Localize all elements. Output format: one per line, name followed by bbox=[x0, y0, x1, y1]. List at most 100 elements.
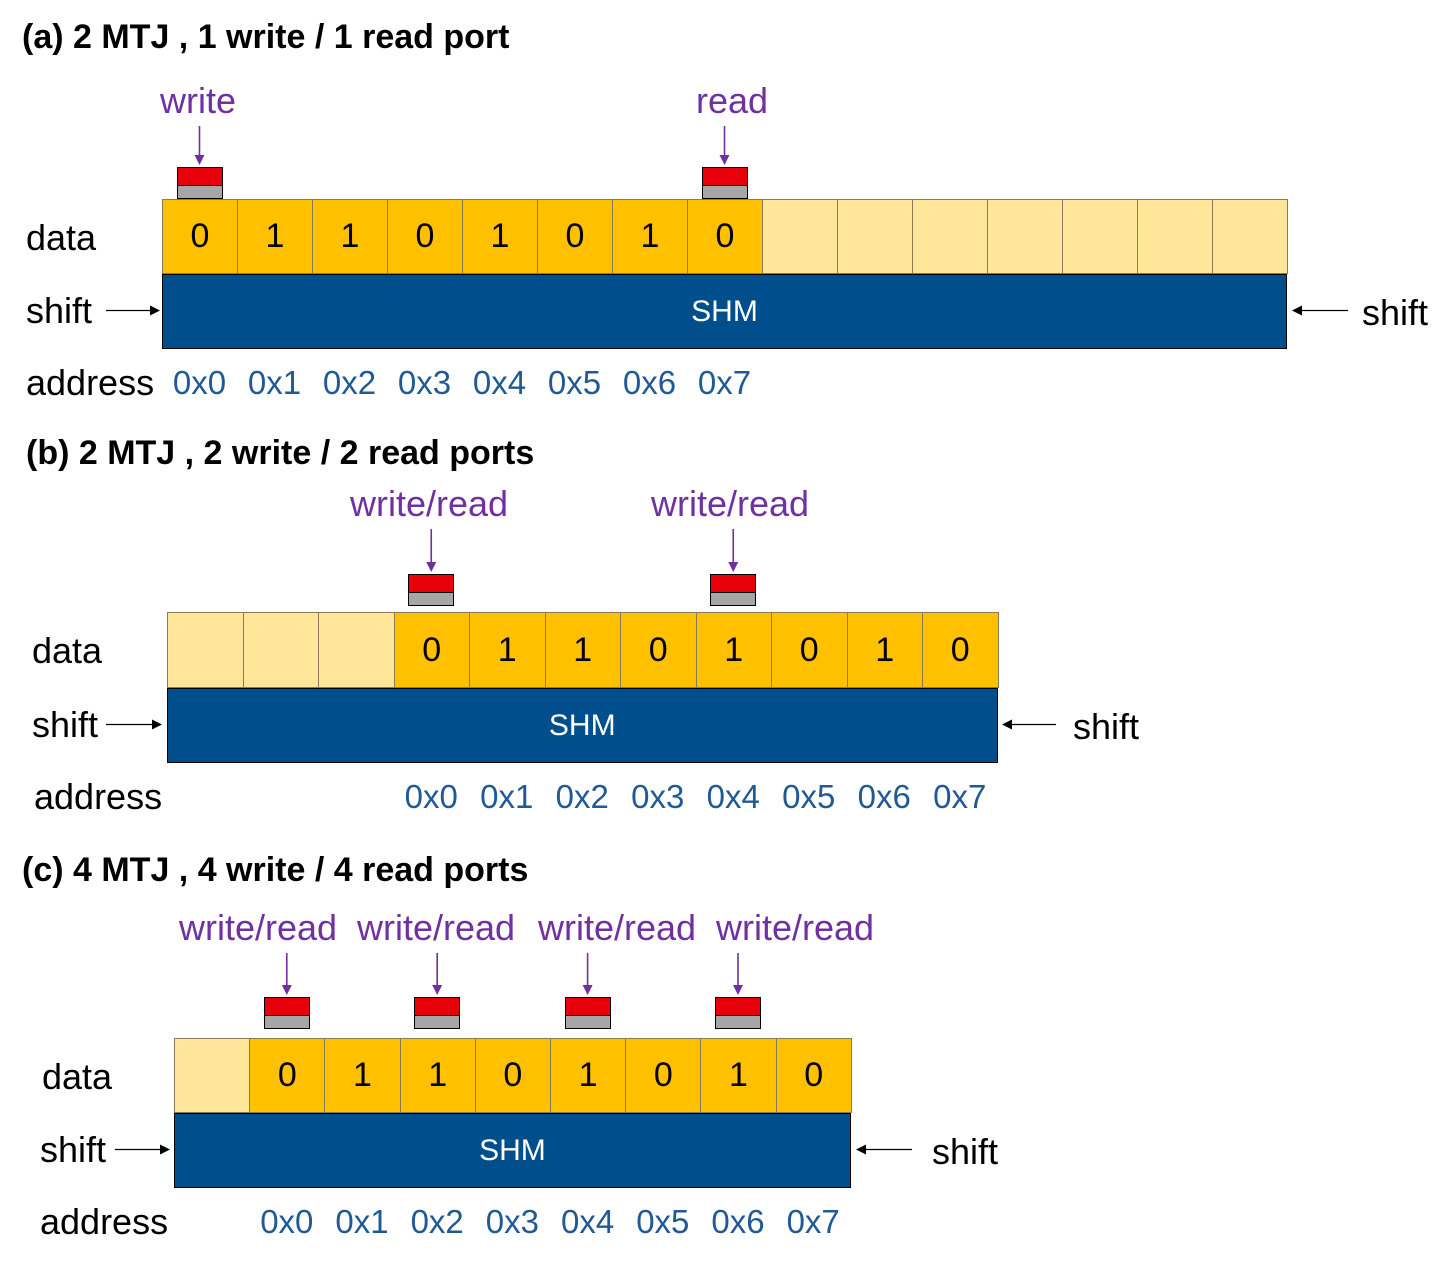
data-cell: 1 bbox=[700, 1038, 777, 1113]
address-value: 0x3 bbox=[631, 778, 685, 815]
address-value: 0x0 bbox=[260, 1203, 314, 1240]
data-cell: 1 bbox=[544, 612, 621, 688]
address-value: 0x0 bbox=[404, 778, 458, 815]
mtj-free-layer bbox=[564, 997, 611, 1016]
data-cell bbox=[837, 199, 913, 274]
address-value: 0x5 bbox=[547, 364, 602, 401]
data-cell bbox=[1212, 199, 1288, 274]
shift-left-label: shift bbox=[32, 704, 99, 745]
data-cell bbox=[987, 199, 1063, 274]
address-value: 0x2 bbox=[555, 778, 609, 815]
mtj-fixed-layer bbox=[263, 1016, 310, 1029]
address-value: 0x4 bbox=[706, 778, 760, 815]
data-cell: 1 bbox=[237, 199, 313, 274]
address-value: 0x2 bbox=[410, 1203, 464, 1240]
data-cell: 0 bbox=[162, 199, 238, 274]
data-cell bbox=[1062, 199, 1138, 274]
mtj-fixed-layer bbox=[710, 593, 757, 606]
data-cell: 0 bbox=[771, 612, 848, 688]
shm-bar: SHM bbox=[174, 1113, 851, 1188]
shift-right-arrowhead bbox=[856, 1144, 866, 1155]
panel-title: (b) 2 MTJ , 2 write / 2 read ports bbox=[26, 434, 535, 472]
port-label: write bbox=[159, 80, 237, 121]
address-value: 0x3 bbox=[485, 1203, 539, 1240]
shift-left-arrowhead bbox=[150, 305, 160, 316]
port-arrowhead bbox=[281, 985, 292, 995]
mtj-free-layer bbox=[414, 997, 461, 1016]
mtj-free-layer bbox=[701, 167, 748, 186]
shift-right-label: shift bbox=[932, 1131, 999, 1172]
shift-right-arrowhead bbox=[1002, 719, 1012, 730]
data-cell: 1 bbox=[846, 612, 923, 688]
mtj-fixed-layer bbox=[715, 1016, 761, 1029]
data-label: data bbox=[26, 217, 97, 258]
data-cell: 1 bbox=[469, 612, 546, 688]
data-cell: 1 bbox=[324, 1038, 401, 1113]
data-cell: 0 bbox=[922, 612, 999, 688]
address-value: 0x6 bbox=[711, 1203, 765, 1240]
mtj-fixed-layer bbox=[701, 186, 748, 199]
address-value: 0x7 bbox=[697, 364, 752, 401]
data-label: data bbox=[42, 1056, 113, 1097]
port-arrowhead bbox=[733, 985, 743, 995]
data-cell: 0 bbox=[687, 199, 763, 274]
address-value: 0x6 bbox=[622, 364, 677, 401]
address-value: 0x6 bbox=[857, 778, 911, 815]
data-cell: 0 bbox=[249, 1038, 326, 1113]
address-value: 0x5 bbox=[782, 778, 836, 815]
address-value: 0x7 bbox=[933, 778, 987, 815]
data-cell bbox=[167, 612, 244, 688]
port-label: read bbox=[695, 80, 769, 121]
data-cell: 1 bbox=[612, 199, 688, 274]
port-label: write/read bbox=[356, 907, 516, 948]
mtj-free-layer bbox=[715, 997, 761, 1016]
mtj-fixed-layer bbox=[414, 1016, 461, 1029]
panel-title: (c) 4 MTJ , 4 write / 4 read ports bbox=[22, 851, 529, 889]
port-label: write/read bbox=[178, 907, 338, 948]
data-cell bbox=[174, 1038, 251, 1113]
address-value: 0x4 bbox=[472, 364, 527, 401]
address-value: 0x3 bbox=[397, 364, 452, 401]
address-value: 0x4 bbox=[560, 1203, 615, 1240]
data-label: data bbox=[32, 630, 103, 671]
address-value: 0x1 bbox=[335, 1203, 389, 1240]
address-label: address bbox=[34, 776, 163, 817]
mtj-free-layer bbox=[408, 574, 455, 593]
port-arrowhead bbox=[426, 562, 437, 572]
port-label: write/read bbox=[650, 483, 810, 524]
mtj-fixed-layer bbox=[564, 1016, 611, 1029]
mtj-free-layer bbox=[176, 167, 223, 186]
shift-right-label: shift bbox=[1073, 706, 1140, 747]
data-cell: 0 bbox=[775, 1038, 852, 1113]
data-cell: 0 bbox=[387, 199, 463, 274]
address-value: 0x1 bbox=[480, 778, 534, 815]
port-arrowhead bbox=[582, 985, 593, 995]
shift-left-label: shift bbox=[26, 290, 93, 331]
address-label: address bbox=[26, 362, 155, 403]
data-cell bbox=[912, 199, 988, 274]
shift-left-label: shift bbox=[40, 1129, 107, 1170]
shift-left-arrowhead bbox=[152, 719, 162, 730]
shm-bar: SHM bbox=[162, 274, 1287, 349]
address-value: 0x7 bbox=[786, 1203, 840, 1240]
port-arrowhead bbox=[194, 155, 205, 165]
data-cell bbox=[318, 612, 395, 688]
data-cell: 0 bbox=[620, 612, 697, 688]
port-label: write/read bbox=[537, 907, 697, 948]
port-label: write/read bbox=[715, 907, 875, 948]
shm-bar: SHM bbox=[167, 688, 998, 763]
address-value: 0x2 bbox=[322, 364, 377, 401]
port-arrowhead bbox=[728, 562, 739, 572]
mtj-free-layer bbox=[263, 997, 310, 1016]
port-arrowhead bbox=[432, 985, 443, 995]
address-value: 0x0 bbox=[172, 364, 227, 401]
shift-right-arrowhead bbox=[1292, 305, 1302, 316]
data-cell: 0 bbox=[474, 1038, 551, 1113]
data-cell: 1 bbox=[312, 199, 388, 274]
address-value: 0x5 bbox=[636, 1203, 690, 1240]
address-label: address bbox=[40, 1201, 169, 1242]
data-cell: 1 bbox=[399, 1038, 476, 1113]
shift-right-label: shift bbox=[1362, 292, 1429, 333]
data-cell bbox=[242, 612, 319, 688]
